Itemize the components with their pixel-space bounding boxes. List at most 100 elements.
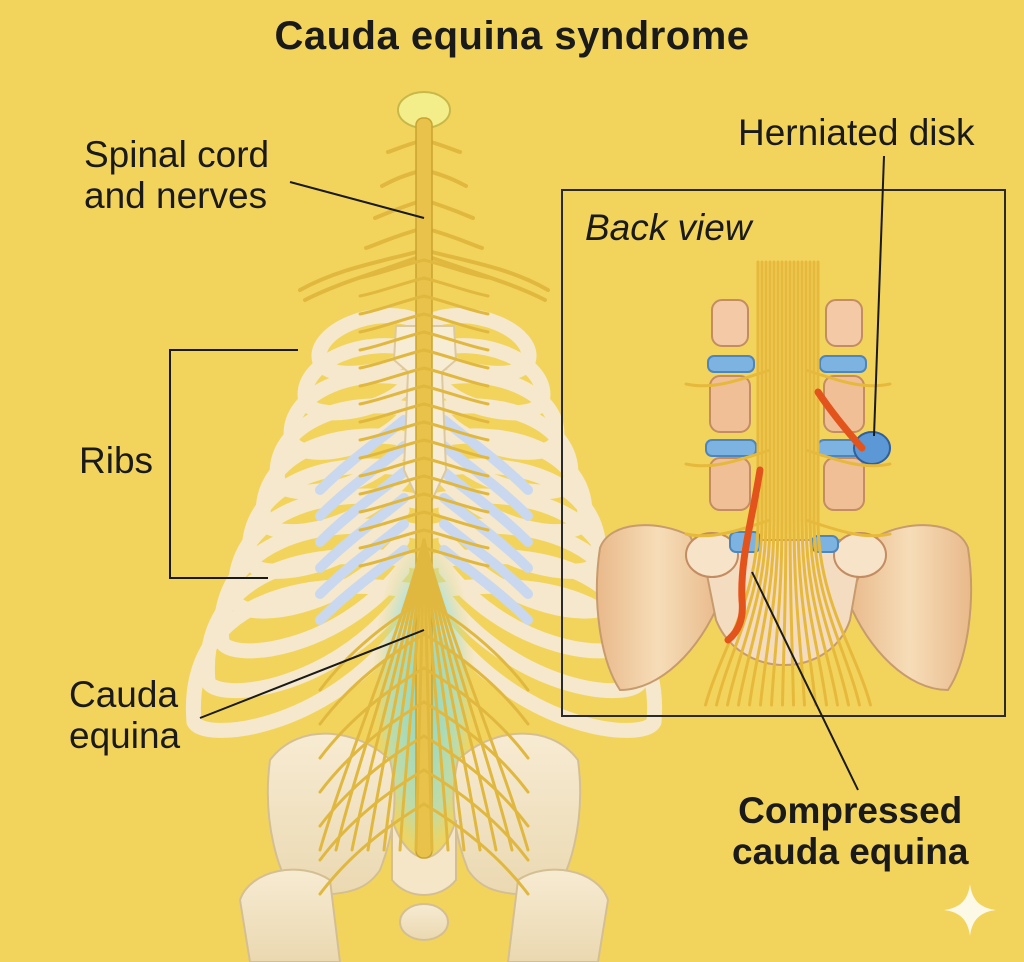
nerve-branch bbox=[358, 474, 426, 496]
inset-nerve-root bbox=[804, 368, 892, 388]
nerve-branch bbox=[358, 492, 426, 514]
cauda-strand bbox=[422, 538, 434, 852]
nerve-branch bbox=[358, 330, 426, 352]
lower-nerve bbox=[318, 768, 426, 862]
lower-nerve bbox=[318, 632, 426, 726]
diagram-title: Cauda equina syndrome bbox=[274, 14, 750, 58]
nerve-branch bbox=[422, 312, 490, 334]
lower-nerve bbox=[318, 598, 426, 692]
nerve-branch bbox=[358, 456, 426, 478]
inset-nerve-strand bbox=[781, 260, 788, 707]
inset-nerve-strand bbox=[804, 260, 839, 707]
inset-nerve-root bbox=[684, 518, 772, 538]
lower-nerve bbox=[422, 598, 530, 692]
nerve-branch bbox=[358, 546, 426, 568]
nerve-branch bbox=[422, 366, 490, 388]
label-cauda-line2: equina bbox=[69, 715, 181, 757]
nerve-branch bbox=[422, 294, 490, 316]
nerve-branch bbox=[422, 438, 490, 460]
label-herniated-disk: Herniated disk bbox=[738, 112, 975, 153]
costal-cartilage bbox=[439, 467, 533, 547]
inset-nerve-strand bbox=[770, 260, 784, 707]
costal-cartilage bbox=[315, 441, 409, 521]
nerve-branch bbox=[358, 276, 426, 298]
nerve-branch bbox=[358, 348, 426, 370]
nerve-branch bbox=[422, 384, 490, 406]
label-spinal-cord-line2: and nerves bbox=[84, 175, 268, 217]
nerve-branch bbox=[358, 258, 426, 280]
compressed-nerves bbox=[724, 388, 866, 644]
costal-cartilage bbox=[439, 519, 533, 599]
lower-nerve bbox=[422, 802, 530, 896]
nerve-branch bbox=[358, 528, 426, 550]
nerve-branch bbox=[422, 456, 490, 478]
left-leader-lines bbox=[169, 181, 425, 719]
costal-cartilage bbox=[315, 519, 409, 599]
costal-cartilage bbox=[315, 415, 409, 495]
rib-cage bbox=[185, 308, 663, 738]
lower-nerve bbox=[318, 802, 426, 896]
nerve-branch bbox=[422, 546, 490, 568]
nerve-branch bbox=[358, 366, 426, 388]
inset-nerve-root bbox=[804, 518, 892, 538]
inset-nerve-strand bbox=[715, 260, 764, 707]
nerve-branch bbox=[358, 384, 426, 406]
label-spinal-cord-line1: Spinal cord bbox=[84, 134, 270, 175]
inset-nerve-strand bbox=[796, 260, 817, 707]
cauda-strand bbox=[422, 538, 450, 852]
label-back-view: Back view bbox=[585, 207, 752, 248]
nerve-branch bbox=[422, 402, 490, 424]
cauda-strand bbox=[422, 538, 498, 852]
cauda-strand bbox=[422, 538, 482, 852]
inset-nerve-strand bbox=[788, 260, 795, 707]
herniated-leader bbox=[873, 155, 885, 437]
nerve-branch bbox=[422, 330, 490, 352]
lower-nerve bbox=[422, 666, 530, 760]
inset-nerve-strand bbox=[808, 260, 850, 707]
compressed-leader bbox=[751, 571, 859, 791]
label-cauda-line1: Cauda bbox=[69, 674, 179, 715]
nerve-branch bbox=[422, 276, 490, 298]
costal-cartilage bbox=[439, 441, 533, 521]
cauda-strand bbox=[414, 538, 426, 852]
inset-nerve-strand bbox=[816, 260, 872, 707]
nerve-branch bbox=[422, 420, 490, 442]
lower-nerve bbox=[318, 734, 426, 828]
label-cauda-equina: Cauda equina bbox=[69, 674, 180, 757]
ribs-bracket bbox=[169, 349, 298, 579]
right-leader-lines bbox=[751, 155, 885, 791]
inset-nerve-strand bbox=[812, 260, 861, 707]
cauda-strand bbox=[366, 538, 426, 852]
nerve-branch bbox=[422, 510, 490, 532]
spinal-cord-leader bbox=[289, 181, 425, 219]
cauda-strand bbox=[350, 538, 426, 852]
label-compressed-line2: cauda equina bbox=[732, 831, 969, 873]
nerve-branch bbox=[358, 420, 426, 442]
label-spinal-cord: Spinal cord and nerves bbox=[84, 134, 269, 217]
nerve-branch bbox=[422, 258, 490, 280]
nerve-branch bbox=[358, 294, 426, 316]
inset-frame bbox=[561, 189, 1006, 717]
costal-cartilage bbox=[439, 415, 533, 495]
cauda-strand bbox=[422, 538, 466, 852]
nerve-branch bbox=[358, 510, 426, 532]
cauda-strand bbox=[382, 538, 426, 852]
costal-cartilage bbox=[315, 467, 409, 547]
lower-nerve bbox=[422, 632, 530, 726]
nerve-branch bbox=[422, 492, 490, 514]
spinal-nerve-branches bbox=[318, 258, 530, 896]
label-ribs: Ribs bbox=[79, 440, 154, 481]
inset-nerve-strand bbox=[759, 260, 780, 707]
nerve-branch bbox=[422, 348, 490, 370]
inset-nerve-root bbox=[684, 448, 772, 468]
inset-nerve-root bbox=[804, 448, 892, 468]
nerve-branch bbox=[422, 528, 490, 550]
nerve-branch bbox=[358, 402, 426, 424]
cauda-strand bbox=[398, 538, 426, 852]
lower-nerve bbox=[318, 666, 426, 760]
inset-nerve-strand bbox=[737, 260, 772, 707]
inset-nerve-strand bbox=[726, 260, 768, 707]
nerve-branch bbox=[422, 474, 490, 496]
nerve-branch bbox=[358, 438, 426, 460]
